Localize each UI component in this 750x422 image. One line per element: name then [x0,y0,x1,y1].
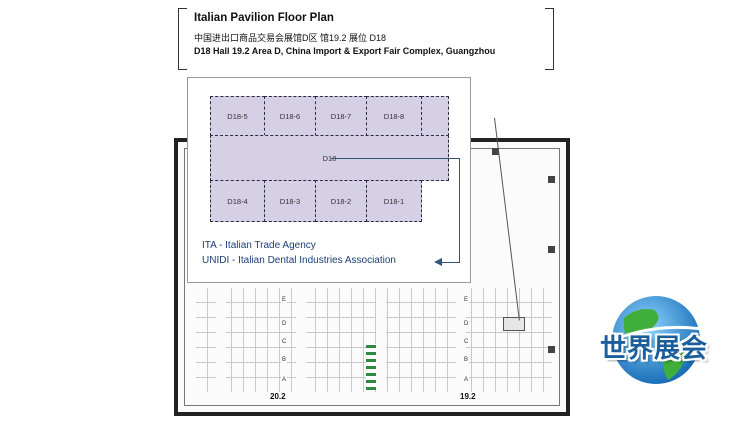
row-label-b: B [281,357,288,363]
left-bracket [178,8,187,70]
booth-d18-7: D18-7 [315,96,367,136]
booth-d18-6: D18-6 [264,96,316,136]
row-label-b: B [463,357,470,363]
connector-line [459,158,460,262]
pillar [548,176,555,183]
subtitle-english: D18 Hall 19.2 Area D, China Import & Exp… [194,46,496,56]
aisle [456,288,466,392]
booth-d18-4: D18-4 [210,180,265,222]
logo-text: 世界展会 [600,333,709,363]
booth-d18-5: D18-5 [210,96,265,136]
booth-unlabeled [421,96,449,136]
aisle [216,288,226,392]
connector-line [440,262,460,263]
row-label-e: E [463,297,470,303]
row-label-e: E [281,297,288,303]
pillar [548,346,555,353]
booth-location-marker [503,317,525,331]
globe-icon [599,296,719,384]
aisle [296,288,306,392]
row-label-c: C [281,339,288,345]
exhibitor-ita: ITA - Italian Trade Agency [202,240,316,251]
hall-number-right: 19.2 [460,392,476,401]
row-label-d: D [463,321,470,327]
green-divider [366,344,376,390]
booth-detail-panel: D18-5 D18-6 D18-7 D18-8 D18 D18-4 D18-3 … [187,77,471,283]
plan-title: Italian Pavilion Floor Plan [194,12,334,24]
hall-number-left: 20.2 [270,392,286,401]
arrowhead-icon [434,258,442,266]
connector-line [331,158,459,159]
booth-d18-2: D18-2 [315,180,367,222]
pillar [492,148,499,155]
row-label-a: A [281,377,288,383]
exhibitor-unidi: UNIDI - Italian Dental Industries Associ… [202,255,396,266]
plan-header: Italian Pavilion Floor Plan 中国进出口商品交易会展馆… [178,8,554,70]
booth-d18-8: D18-8 [366,96,422,136]
booth-d18-1: D18-1 [366,180,422,222]
booth-d18-3: D18-3 [264,180,316,222]
subtitle-chinese: 中国进出口商品交易会展馆D区 馆19.2 展位 D18 [194,33,387,43]
row-label-c: C [463,339,470,345]
row-label-a: A [463,377,470,383]
aisle [376,288,386,392]
pillar [548,246,555,253]
right-bracket [545,8,554,70]
row-label-d: D [281,321,288,327]
